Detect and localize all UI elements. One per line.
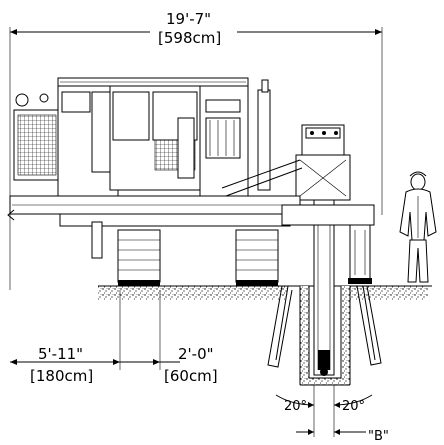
shoring-arms [267, 285, 382, 368]
ground-surface [98, 285, 432, 300]
trench [299, 199, 351, 386]
left-track [117, 229, 161, 286]
angle-dimensions: 20° 20° "B" [275, 385, 389, 444]
detail-b-label: "B" [368, 429, 389, 444]
track-offset-cm-label: [180cm] [30, 367, 93, 385]
operator-figure [399, 171, 437, 283]
overall-width-dimension: 19'-7" [598cm] [9, 10, 383, 290]
track-width-dimension: 2'-0" [60cm] [120, 345, 218, 385]
stabilizer-right [281, 204, 375, 284]
machine-body [7, 77, 351, 259]
overall-width-cm-label: [598cm] [158, 29, 221, 47]
track-width-cm-label: [60cm] [164, 367, 218, 385]
angle-left-label: 20° [284, 399, 307, 414]
track-offset-ft-label: 5'-11" [38, 345, 83, 363]
track-width-ft-label: 2'-0" [178, 345, 214, 363]
overall-width-ft-label: 19'-7" [166, 10, 211, 28]
track-offset-dimension: 5'-11" [180cm] [10, 290, 161, 385]
right-track [235, 229, 279, 286]
angle-right-label: 20° [342, 399, 365, 414]
